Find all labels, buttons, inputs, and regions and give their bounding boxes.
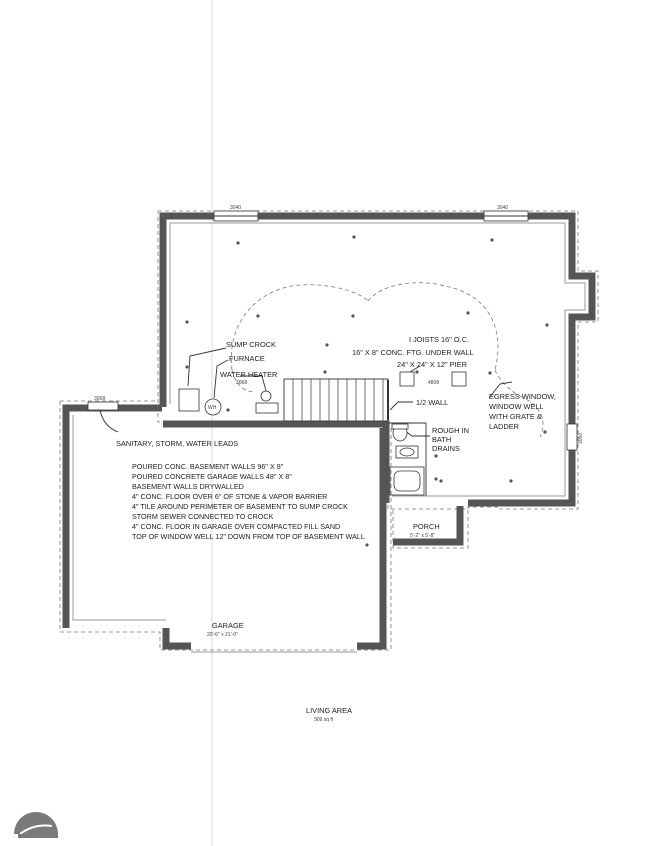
egress-label-4: LADDER: [489, 422, 519, 431]
note-5: 4" TILE AROUND PERIMETER OF BASEMENT TO …: [132, 502, 348, 511]
garage-wall: [62, 404, 387, 650]
porch-size: 5'-2" x 5'-8": [410, 533, 435, 539]
basement-wall-inner: [169, 222, 586, 497]
half-wall-label: 1/2 WALL: [416, 398, 448, 407]
electrical-symbols: [185, 235, 549, 547]
rough-in-label-2: BATH: [432, 435, 451, 444]
note-1: POURED CONC. BASEMENT WALLS 96" X 8": [132, 462, 284, 471]
note-3: BASEMENT WALLS DRYWALLED: [132, 482, 244, 491]
pier-left: [399, 371, 415, 387]
garage-wall-inner: [72, 415, 357, 653]
garage-size: 20'-6" x 21'-0": [207, 632, 238, 638]
water-heater-symbol: [204, 398, 222, 416]
egress-label-3: WITH GRATE &: [489, 412, 542, 421]
right-window: [566, 423, 578, 451]
furnace-leader: [213, 359, 229, 399]
water-heater-label: WATER HEATER: [220, 370, 277, 379]
pier-label: 24" X 24" X 12" PIER: [397, 360, 467, 369]
joists-label: I JOISTS 16" O.C.: [409, 335, 469, 344]
stair-window-label: 3068: [236, 380, 247, 386]
note-2: POURED CONCRETE GARAGE WALLS 48" X 8": [132, 472, 292, 481]
furnace-label: FURNACE: [229, 354, 265, 363]
water-heater-abbr: WH: [208, 405, 217, 411]
construction-notes: POURED CONC. BASEMENT WALLS 96" X 8" POU…: [132, 462, 365, 541]
porch-wall: [393, 506, 464, 546]
living-area-label: LIVING AREA: [306, 706, 352, 715]
half-wall-leader: [389, 401, 413, 411]
egress-leader: [488, 381, 513, 399]
sump-crock-box: [178, 388, 200, 412]
pier-right: [451, 371, 467, 387]
stairs: [283, 378, 389, 422]
garage-window: [87, 401, 119, 411]
living-area-value: 909 sq ft: [314, 717, 334, 723]
sanitary-label: SANITARY, STORM, WATER LEADS: [116, 439, 238, 448]
garage-outline-dashed: [59, 400, 392, 651]
garage-label: GARAGE: [212, 621, 244, 630]
garage-door-swing: [99, 409, 119, 433]
basement-wall: [159, 212, 596, 507]
note-4: 4" CONC. FLOOR OVER 6" OF STONE & VAPOR …: [132, 492, 327, 501]
rough-in-label-3: DRAINS: [432, 444, 460, 453]
bath-fixtures: [388, 422, 438, 496]
top-window-left-label: 3040: [230, 205, 241, 211]
egress-label-1: EGRESS WINDOW,: [489, 392, 556, 401]
note-7: 4" CONC. FLOOR IN GARAGE OVER COMPACTED …: [132, 522, 340, 531]
sump-leader: [187, 347, 227, 387]
egress-label-2: WINDOW WELL: [489, 402, 544, 411]
sump-crock-label: SUMP CROCK: [226, 340, 276, 349]
rough-in-label-1: ROUGH IN: [432, 426, 469, 435]
note-8: TOP OF WINDOW WELL 12" DOWN FROM TOP OF …: [132, 532, 365, 541]
furnace-symbol: [260, 390, 272, 402]
water-heater-leader: [240, 375, 267, 392]
top-window-right-label: 3040: [497, 205, 508, 211]
right-window-label: 3050: [578, 433, 584, 444]
pier-code-label: 4808: [428, 380, 439, 386]
porch-label: PORCH: [413, 522, 440, 531]
garage-window-label: 3068: [94, 396, 105, 402]
footing-label: 16" X 8" CONC. FTG. UNDER WALL: [352, 348, 474, 357]
pier-leader: [409, 365, 421, 373]
furnace-box: [255, 402, 279, 414]
lighting-arcs: [230, 282, 544, 438]
note-6: STORM SEWER CONNECTED TO CROCK: [132, 512, 274, 521]
brand-logo-icon: [14, 812, 58, 838]
